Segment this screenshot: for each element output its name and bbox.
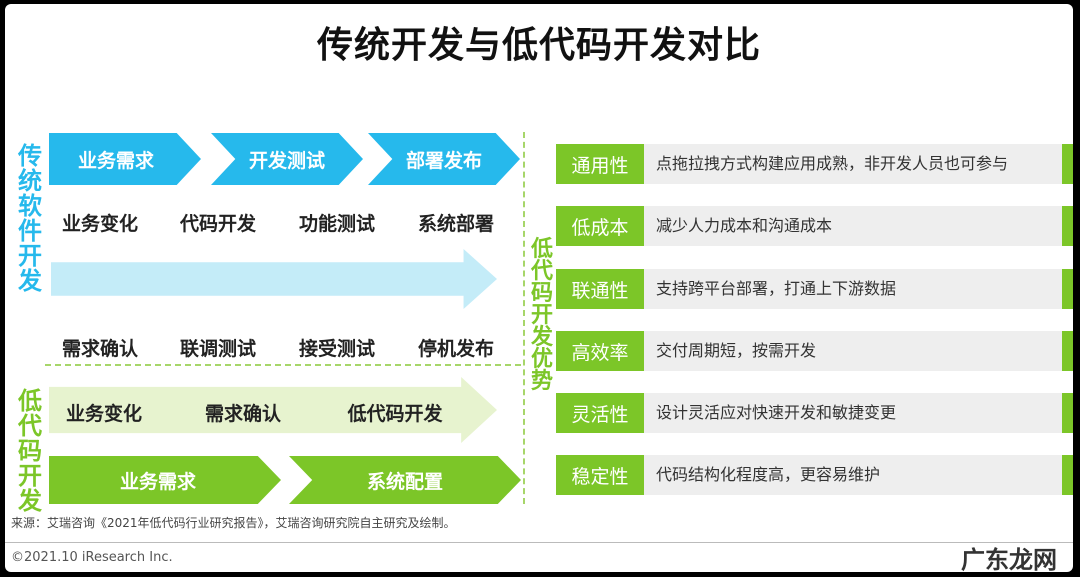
row-end-marker — [1062, 144, 1073, 184]
lowcode-task: 需求确认 — [204, 403, 281, 425]
traditional-step-3: 部署发布 — [368, 133, 520, 185]
watermark-text: 广东龙网 — [961, 546, 1057, 572]
lowcode-step-1-label: 业务需求 — [119, 470, 196, 493]
advantage-tag: 稳定性 — [556, 455, 644, 495]
traditional-task: 联调测试 — [179, 338, 256, 360]
advantage-row: 高效率 交付周期短，按需开发 — [556, 331, 1073, 371]
traditional-task: 功能测试 — [298, 213, 375, 235]
lowcode-step-1: 业务需求 — [49, 456, 281, 504]
traditional-task: 业务变化 — [61, 213, 138, 235]
advantage-desc: 减少人力成本和沟通成本 — [656, 216, 833, 235]
lowcode-task: 业务变化 — [65, 403, 142, 425]
lowcode-process-arrow — [49, 377, 497, 443]
traditional-label: 传统软件开发 — [18, 142, 42, 295]
traditional-step-3-label: 部署发布 — [405, 149, 482, 172]
row-end-marker — [1062, 331, 1073, 371]
row-end-marker — [1062, 206, 1073, 246]
traditional-task: 停机发布 — [417, 338, 494, 360]
advantage-tag: 通用性 — [556, 144, 644, 184]
advantage-desc: 点拖拉拽方式构建应用成熟，非开发人员也可参与 — [656, 154, 1009, 173]
traditional-step-2: 开发测试 — [211, 133, 363, 185]
lowcode-task: 低代码开发 — [347, 403, 443, 425]
lowcode-step-2: 系统配置 — [289, 456, 521, 504]
traditional-task: 系统部署 — [417, 213, 494, 235]
slide: 传统开发与低代码开发对比 传统软件开发 业务需求 开发测试 部署发布 业务变化 … — [5, 4, 1073, 572]
advantage-row: 灵活性 设计灵活应对快速开发和敏捷变更 — [556, 393, 1073, 433]
traditional-step-2-label: 开发测试 — [248, 149, 325, 172]
row-end-marker — [1062, 269, 1073, 309]
advantage-tag: 灵活性 — [556, 393, 644, 433]
advantage-tag: 联通性 — [556, 269, 644, 309]
traditional-task: 接受测试 — [298, 338, 375, 360]
column-divider — [523, 132, 525, 504]
page-title: 传统开发与低代码开发对比 — [316, 25, 761, 66]
traditional-task: 代码开发 — [179, 213, 256, 235]
advantage-row: 低成本 减少人力成本和沟通成本 — [556, 206, 1073, 246]
advantage-desc: 支持跨平台部署，打通上下游数据 — [656, 279, 897, 298]
lowcode-step-2-label: 系统配置 — [366, 470, 443, 493]
section-divider — [45, 364, 521, 366]
advantage-desc: 代码结构化程度高，更容易维护 — [656, 465, 881, 484]
source-note: 来源：艾瑞咨询《2021年低代码行业研究报告》，艾瑞咨询研究院自主研究及绘制。 — [11, 516, 456, 530]
traditional-task: 需求确认 — [61, 338, 138, 360]
advantage-tag: 高效率 — [556, 331, 644, 371]
advantage-desc: 设计灵活应对快速开发和敏捷变更 — [656, 403, 897, 422]
traditional-step-1: 业务需求 — [49, 133, 201, 185]
row-end-marker — [1062, 455, 1073, 495]
row-end-marker — [1062, 393, 1073, 433]
lowcode-label: 低代码开发 — [18, 387, 42, 515]
advantage-desc: 交付周期短，按需开发 — [656, 341, 817, 360]
advantages-label: 低代码开发优势 — [530, 237, 553, 394]
traditional-step-1-label: 业务需求 — [77, 149, 154, 172]
footer-divider — [5, 542, 1073, 543]
traditional-process-arrow — [51, 249, 497, 309]
advantage-row: 稳定性 代码结构化程度高，更容易维护 — [556, 455, 1073, 495]
advantage-tag: 低成本 — [556, 206, 644, 246]
advantage-row: 通用性 点拖拉拽方式构建应用成熟，非开发人员也可参与 — [556, 144, 1073, 184]
advantage-row: 联通性 支持跨平台部署，打通上下游数据 — [556, 269, 1073, 309]
copyright: ©2021.10 iResearch Inc. — [11, 550, 173, 565]
